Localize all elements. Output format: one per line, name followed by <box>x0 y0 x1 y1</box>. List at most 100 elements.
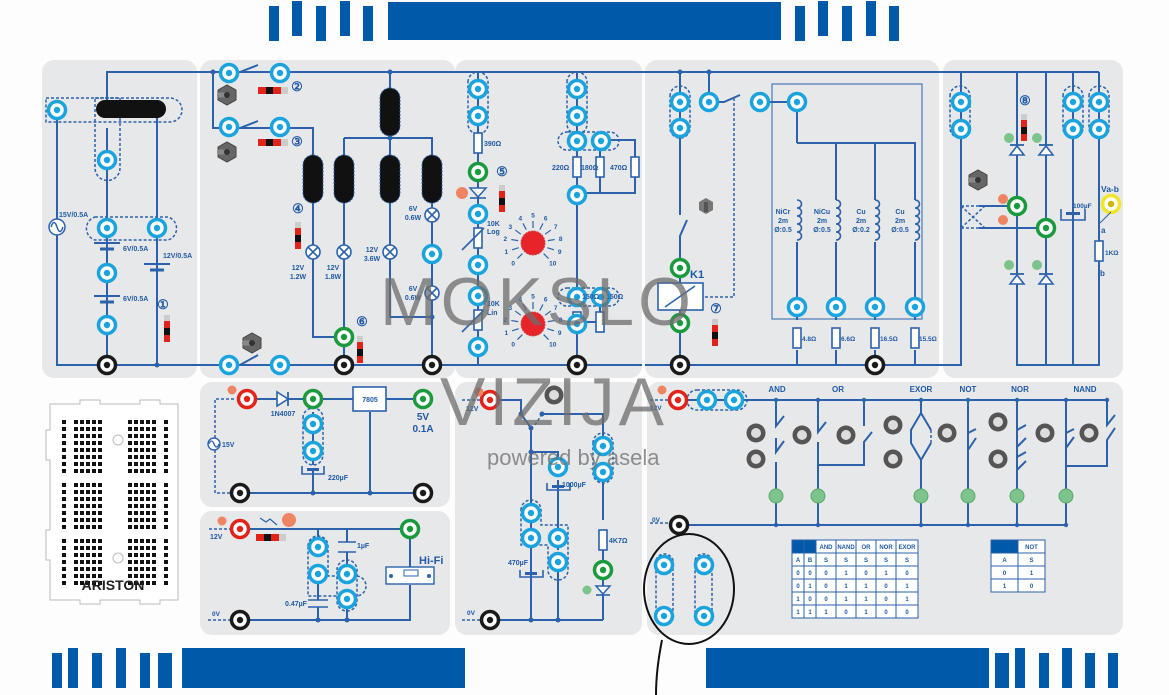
breadboard-hole <box>164 567 168 571</box>
breadboard-hole <box>98 539 102 543</box>
breadboard-hole <box>62 525 66 529</box>
pot2-dial-tick: 5 <box>531 294 535 301</box>
breadboard-hole <box>74 434 78 438</box>
gate-input-button[interactable] <box>883 449 903 469</box>
lamp4-watt: 0.6W <box>405 215 422 222</box>
truth-table-cell: 0 <box>905 571 909 577</box>
gate-input-button[interactable] <box>1035 423 1055 443</box>
truth-table-cell: 0 <box>884 597 888 603</box>
breadboard-hole <box>86 455 90 459</box>
watermark: MOKSLO VIZIJA powered by asela <box>380 264 691 470</box>
breadboard-label: ARISTON <box>82 577 145 593</box>
truth-table-cell: 0 <box>824 597 828 603</box>
breadboard-hole <box>128 567 132 571</box>
truth-table-cell: A <box>796 558 801 564</box>
gate-output-led <box>960 488 976 504</box>
breadboard-hole <box>74 469 78 473</box>
point-b: b <box>1100 269 1105 278</box>
breadboard-hole <box>152 497 156 501</box>
breadboard-hole <box>140 581 144 585</box>
breadboard-hole <box>152 462 156 466</box>
breadboard-hole <box>134 525 138 529</box>
breadboard-hole <box>62 511 66 515</box>
lamp3-volt: 12V <box>366 247 379 254</box>
breadboard-hole <box>140 427 144 431</box>
gate-input-button[interactable] <box>988 449 1008 469</box>
breadboard-hole <box>128 574 132 578</box>
breadboard-hole <box>146 539 150 543</box>
breadboard-hole <box>134 560 138 564</box>
breadboard-hole <box>74 462 78 466</box>
breadboard-hole <box>128 560 132 564</box>
hifi-circuit <box>208 513 435 631</box>
lamp1-volt: 12V <box>292 265 305 272</box>
breadboard-hole <box>92 511 96 515</box>
gate-input-button[interactable] <box>1079 423 1099 443</box>
gate-input-button[interactable] <box>792 425 812 445</box>
coil-length: 2m <box>895 218 905 225</box>
pot2-dial-tick: 2 <box>504 317 508 324</box>
breadboard-hole <box>92 497 96 501</box>
breadboard-hole <box>74 504 78 508</box>
breadboard-hole <box>98 427 102 431</box>
breadboard-hole <box>152 420 156 424</box>
truth-table-cell: 1 <box>796 610 800 616</box>
pot2-dial-tick: 9 <box>558 330 562 337</box>
gate-label-not: NOT <box>960 385 977 394</box>
truth-table-cell: 1 <box>796 597 800 603</box>
gate-input-button[interactable] <box>746 449 766 469</box>
gate-input-button[interactable] <box>937 423 957 443</box>
breadboard-hole <box>146 490 150 494</box>
breadboard-hole <box>74 560 78 564</box>
breadboard-hole <box>164 469 168 473</box>
gate-input-button[interactable] <box>988 412 1008 432</box>
pot1-dial-tick: 0 <box>511 260 515 267</box>
breadboard-hole <box>152 490 156 494</box>
breadboard-hole <box>92 455 96 459</box>
resistor-circuit <box>455 71 642 376</box>
breadboard-hole <box>140 511 144 515</box>
pot1-dial-tick: 4 <box>518 216 522 223</box>
breadboard-hole <box>80 539 84 543</box>
breadboard-hole <box>134 469 138 473</box>
ground-socket <box>96 354 118 376</box>
breadboard-hole <box>164 581 168 585</box>
breadboard-hole <box>86 553 90 557</box>
breadboard-hole <box>92 553 96 557</box>
breadboard-hole <box>74 490 78 494</box>
breadboard-hole <box>128 553 132 557</box>
gate-input-button[interactable] <box>746 423 766 443</box>
breadboard-hole <box>146 546 150 550</box>
breadboard-hole <box>98 434 102 438</box>
breadboard-hole <box>80 469 84 473</box>
breadboard-hole <box>92 546 96 550</box>
gate-input-button[interactable] <box>883 415 903 435</box>
breadboard-hole <box>62 490 66 494</box>
gate-input-button[interactable] <box>836 425 856 445</box>
breadboard-hole <box>92 427 96 431</box>
panel-power <box>42 60 197 378</box>
breadboard-hole <box>140 490 144 494</box>
wire-circuit <box>645 69 943 376</box>
breadboard-hole <box>134 455 138 459</box>
truth-table-cell: 1 <box>884 571 888 577</box>
breadboard-hole <box>140 434 144 438</box>
bridge-resistor: 1KΩ <box>1105 250 1119 257</box>
breadboard-hole <box>74 567 78 571</box>
breadboard-hole <box>134 511 138 515</box>
breadboard-hole <box>146 581 150 585</box>
breadboard-hole <box>146 483 150 487</box>
breadboard-hole <box>140 574 144 578</box>
breadboard-hole <box>128 448 132 452</box>
coil-length: 2m <box>778 218 788 225</box>
breadboard-hole <box>152 518 156 522</box>
breadboard-hole <box>86 448 90 452</box>
breadboard-hole <box>164 546 168 550</box>
breadboard-hole <box>92 469 96 473</box>
breadboard-hole <box>152 567 156 571</box>
truth-table-cell: 1 <box>905 584 909 590</box>
